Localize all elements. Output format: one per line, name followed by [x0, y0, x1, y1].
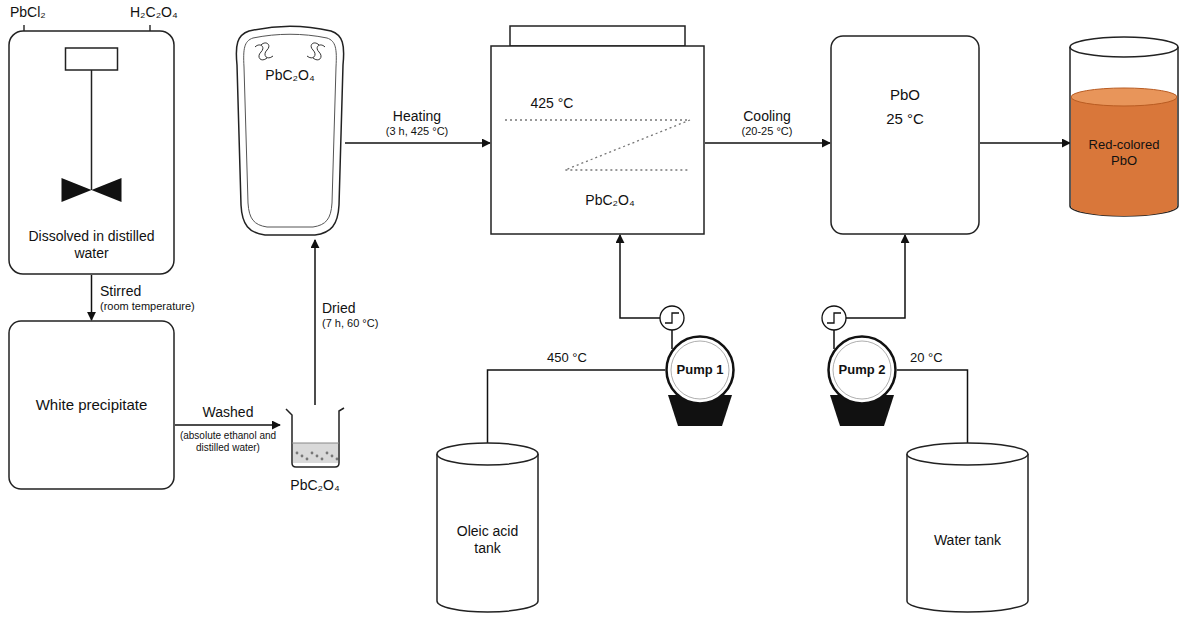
product-beaker: Red-colored PbO — [1068, 35, 1180, 220]
edge-label: Heating — [391, 108, 443, 125]
node-text: PbC₂O₄ — [280, 477, 350, 494]
condition-note: (absolute ethanol and distilled water) — [175, 430, 281, 454]
edge-label: Stirred — [98, 283, 143, 300]
flow-connector — [620, 235, 672, 349]
flow-connector — [980, 142, 1070, 144]
flow-connector — [834, 235, 905, 349]
flow-connector — [314, 240, 316, 405]
tank-outline — [905, 440, 1030, 615]
edge-label: Washed — [201, 404, 256, 421]
node-text: PbC₂O₄ — [562, 192, 658, 209]
node-text: Water tank — [918, 532, 1018, 549]
process-box: White precipitate — [8, 320, 175, 490]
node-text: PbO — [840, 86, 970, 104]
flow-connector — [897, 370, 968, 443]
flow-connector — [345, 142, 490, 144]
node-text: PbC₂O₄ — [244, 67, 336, 84]
mixing-vessel: Dissolved in distilled water — [8, 30, 175, 275]
edge-label: Cooling — [741, 108, 792, 125]
beaker: PbC₂O₄ — [280, 405, 350, 500]
storage-tank: Oleic acid tank — [435, 440, 540, 615]
node-text: White precipitate — [17, 396, 167, 414]
edge-label: 20 °C — [908, 350, 945, 366]
edge-label: Dried — [320, 300, 357, 317]
condition-note: (20-25 °C) — [740, 125, 795, 138]
condition-note: (3 h, 425 °C) — [384, 125, 450, 138]
rrect-outline — [830, 35, 980, 235]
condition-note: (room temperature) — [98, 300, 197, 313]
furnace: 425 °C PbC₂O₄ — [490, 25, 705, 235]
node-text: 25 °C — [840, 110, 970, 128]
flow-connector — [705, 142, 830, 144]
flow-connector — [91, 275, 93, 320]
valve-symbol — [660, 306, 846, 330]
bag-outline — [235, 25, 345, 240]
node-text: Pump 1 — [669, 362, 731, 378]
input-label: H₂C₂O₄ — [128, 4, 180, 21]
input-label: PbCl₂ — [8, 4, 48, 21]
storage-tank: Water tank — [905, 440, 1030, 615]
pump: Pump 2 — [827, 335, 897, 405]
edge-label: 450 °C — [545, 350, 589, 366]
node-text: Pump 2 — [831, 362, 893, 378]
node-text: Red-colored PbO — [1074, 137, 1174, 168]
condition-note: (7 h, 60 °C) — [320, 317, 380, 330]
flow-connector — [488, 370, 666, 443]
flow-connector — [175, 424, 280, 426]
cooling-box: PbO 25 °C — [830, 35, 980, 235]
redbeaker-outline — [1068, 35, 1180, 220]
pump: Pump 1 — [665, 335, 735, 405]
node-text: 425 °C — [504, 95, 600, 112]
dryer-bag: PbC₂O₄ — [235, 25, 345, 240]
node-text: Oleic acid tank — [443, 523, 533, 557]
node-text: Dissolved in distilled water — [27, 228, 157, 262]
